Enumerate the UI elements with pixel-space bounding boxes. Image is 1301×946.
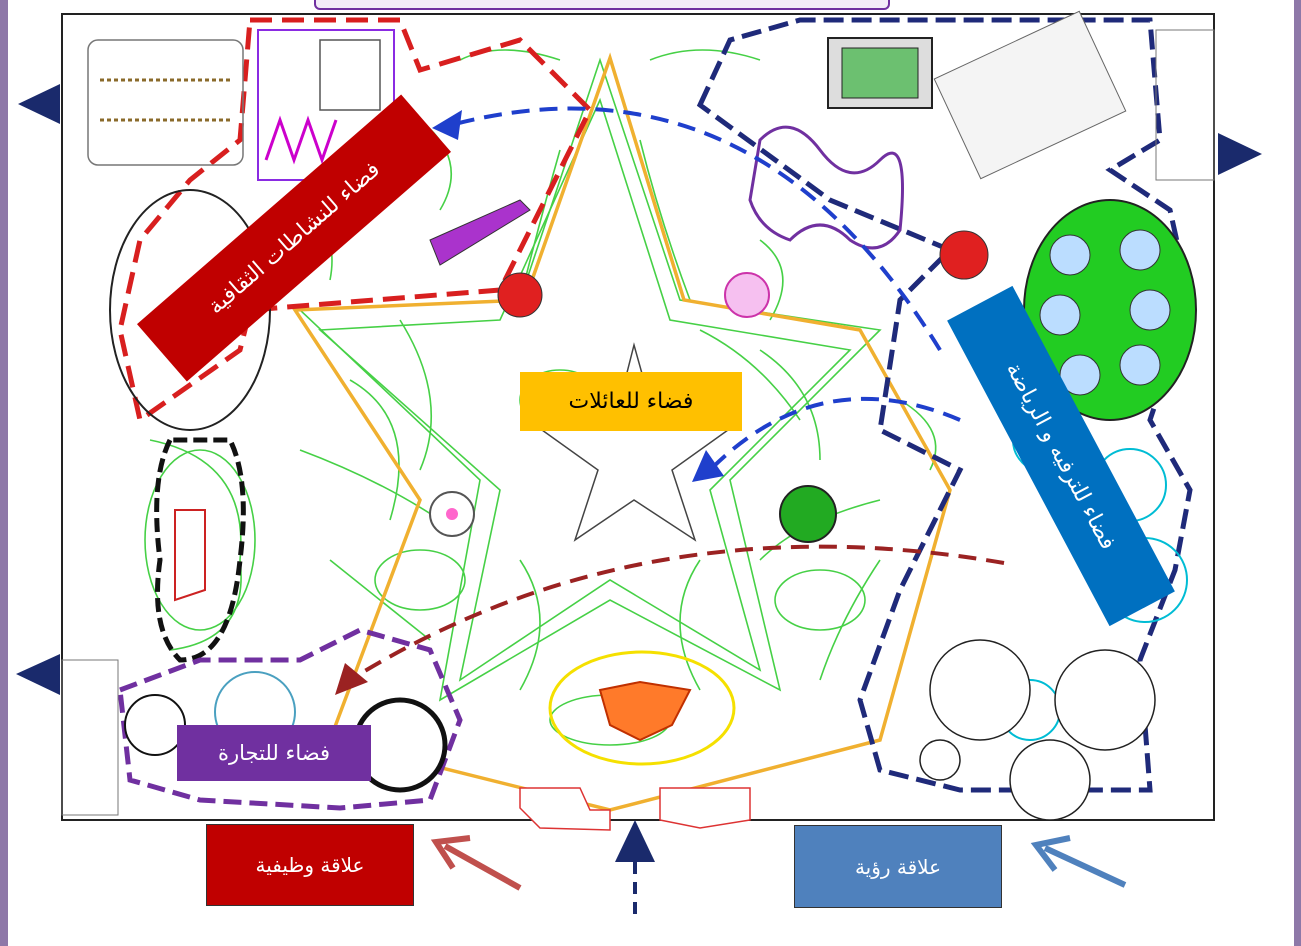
relation-arrow-culture bbox=[439, 106, 942, 352]
parking-top-left bbox=[87, 39, 244, 166]
entrance-arrow-icon bbox=[1218, 133, 1262, 175]
visual-arrow-icon bbox=[1030, 835, 1127, 888]
relation-arrow-icon bbox=[335, 663, 368, 695]
amphitheatre bbox=[429, 199, 531, 266]
entrance-arrow-icon bbox=[16, 654, 60, 695]
label-trade-space: فضاء للتجارة bbox=[177, 725, 371, 781]
relation-arrow-families bbox=[708, 396, 961, 472]
fountain-right bbox=[779, 485, 837, 543]
relation-arrow-icon bbox=[432, 110, 462, 140]
parking-bottom-left bbox=[61, 659, 119, 816]
main-building bbox=[598, 680, 692, 742]
fountain-top bbox=[724, 272, 770, 318]
culture-kiosk bbox=[497, 272, 543, 318]
sports-kiosk bbox=[939, 230, 989, 280]
relation-arrow-trade bbox=[348, 544, 1005, 682]
entrance-buildings bbox=[519, 787, 751, 831]
trade-boundary bbox=[117, 627, 463, 811]
sports-boundary bbox=[696, 17, 1193, 793]
relation-arrow-icon bbox=[692, 450, 724, 482]
functional-arrow-icon bbox=[430, 835, 522, 891]
label-family-space: فضاء للعائلات bbox=[520, 372, 742, 431]
sports-courts bbox=[933, 10, 1127, 180]
kiosk-circles bbox=[919, 639, 1156, 821]
parking-right bbox=[1155, 29, 1215, 181]
culture-oval bbox=[109, 189, 271, 431]
legend-functional-relation: علاقة وظيفية bbox=[206, 824, 414, 906]
entrance-arrow-icon bbox=[615, 820, 655, 862]
plan-frame: فضاء للنشاطات الثقافية فضاء للعائلات فضا… bbox=[8, 0, 1294, 946]
commerce-left-boundary bbox=[154, 437, 246, 663]
entrance-arrow-icon bbox=[18, 84, 60, 124]
top-bar bbox=[314, 0, 890, 10]
play-maze bbox=[748, 125, 904, 250]
main-building-ring bbox=[548, 650, 736, 766]
legend-visual-relation: علاقة رؤية bbox=[794, 825, 1002, 908]
